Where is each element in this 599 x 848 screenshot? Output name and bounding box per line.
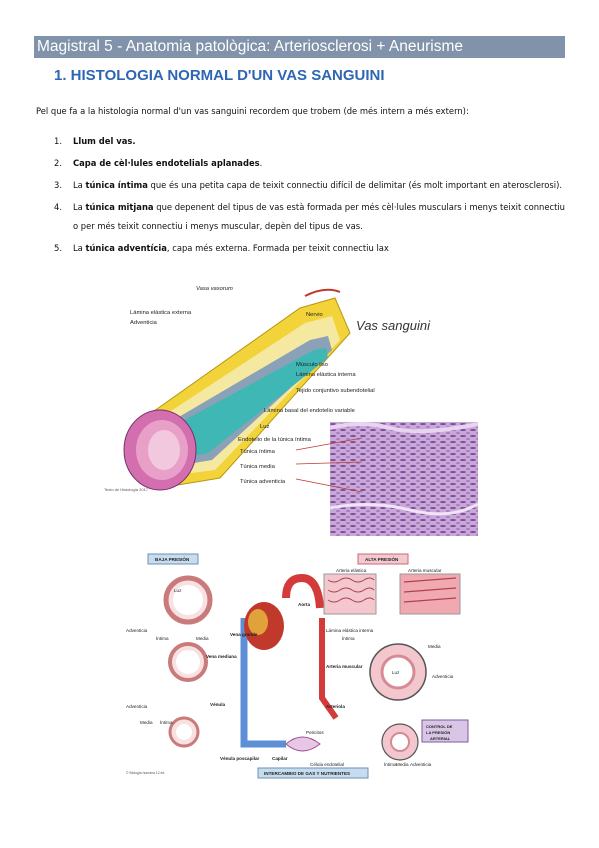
high-pressure-box	[357, 553, 409, 565]
svg-text:© Biología humana 12 ed.: © Biología humana 12 ed.	[126, 771, 165, 775]
svg-text:Adventicia: Adventicia	[432, 674, 454, 679]
svg-text:Lámina basal del endotelio var: Lámina basal del endotelio variable	[264, 408, 355, 414]
section-title: 1. HISTOLOGIA NORMAL D'UN VAS SANGUINI	[54, 67, 385, 84]
heart-and-vessels	[240, 573, 339, 752]
svg-text:Vasa vasorum: Vasa vasorum	[196, 286, 233, 292]
svg-text:Célula endotelial: Célula endotelial	[310, 762, 344, 767]
svg-text:Media: Media	[196, 636, 209, 641]
exchange-box	[257, 767, 369, 779]
svg-text:Vena mediana: Vena mediana	[206, 654, 237, 659]
vessel-wall-figure: Vasa vasorum Lámina elástica externa Adv…	[104, 286, 479, 536]
circulation-diagram: BAJA PRESIÓN ALTA PRESIÓN Luz Adventicia…	[126, 553, 469, 779]
svg-text:Aorta: Aorta	[298, 602, 310, 607]
svg-text:Media: Media	[140, 720, 153, 725]
svg-text:Adventicia: Adventicia	[126, 628, 148, 633]
svg-text:Arteria muscular: Arteria muscular	[326, 664, 363, 669]
svg-text:Íntima: Íntima	[160, 719, 173, 725]
list-item: 1.Llum del vas.	[54, 136, 136, 146]
svg-text:Adventicia: Adventicia	[130, 320, 158, 326]
svg-text:Capilar: Capilar	[272, 756, 288, 761]
svg-text:Túnica íntima: Túnica íntima	[240, 449, 276, 455]
svg-text:Túnica media: Túnica media	[240, 464, 276, 470]
vessel-labels: Vasa vasorum Lámina elástica externa Adv…	[104, 286, 375, 492]
svg-text:Nervio: Nervio	[306, 312, 323, 318]
svg-text:Adventicia: Adventicia	[126, 704, 148, 709]
low-pressure-box	[147, 553, 199, 565]
svg-text:INTERCAMBIO DE GAS Y NUTRIENTE: INTERCAMBIO DE GAS Y NUTRIENTES	[264, 771, 350, 776]
list-item: 2.Capa de cèl·lules endotelials aplanade…	[54, 158, 263, 168]
svg-text:Luz: Luz	[260, 424, 269, 430]
svg-text:BAJA PRESIÓN: BAJA PRESIÓN	[155, 555, 190, 562]
svg-text:Media: Media	[428, 644, 441, 649]
svg-text:ARTERIAL: ARTERIAL	[430, 736, 451, 741]
svg-text:LA PRESIÓN: LA PRESIÓN	[426, 730, 450, 735]
svg-text:Músculo liso: Músculo liso	[296, 362, 328, 368]
svg-text:CONTROL DE: CONTROL DE	[426, 724, 453, 729]
svg-text:Vénula poscapilar: Vénula poscapilar	[220, 756, 260, 761]
list-item: 5.La túnica adventícia, capa més externa…	[54, 243, 389, 253]
svg-text:Texto de Histología 2017: Texto de Histología 2017	[104, 487, 149, 492]
svg-text:Lámina elástica externa: Lámina elástica externa	[130, 310, 192, 316]
list-item: 4.La túnica mitjana que depenent del tip…	[54, 202, 565, 231]
svg-text:Luz: Luz	[174, 588, 182, 593]
svg-text:Vena grande: Vena grande	[230, 632, 258, 637]
svg-text:Arteria muscular: Arteria muscular	[408, 568, 442, 573]
figure1-title: Vas sanguini	[356, 318, 431, 333]
artery-panels	[323, 573, 461, 761]
svg-text:Lámina elástica interna: Lámina elástica interna	[326, 628, 374, 633]
svg-text:Arteriola: Arteriola	[326, 704, 345, 709]
layers-list: 1.Llum del vas. 2.Capa de cèl·lules endo…	[54, 132, 565, 261]
svg-text:Íntima: Íntima	[156, 635, 169, 641]
svg-text:Arteria elástica: Arteria elástica	[336, 568, 367, 573]
svg-text:Íntima: Íntima	[384, 761, 397, 767]
svg-text:Lámina elástica interna: Lámina elástica interna	[296, 372, 356, 378]
list-item: 3.La túnica íntima que és una petita cap…	[54, 180, 563, 190]
svg-text:Pericitos: Pericitos	[306, 730, 324, 735]
svg-text:Endotelio de la túnica íntima: Endotelio de la túnica íntima	[238, 437, 312, 443]
svg-text:Íntima: Íntima	[342, 635, 355, 641]
vessel-illustration	[123, 288, 351, 491]
pressure-control-box	[421, 719, 469, 743]
svg-text:Túnica adventicia: Túnica adventicia	[240, 479, 286, 485]
page-header: Magistral 5 - Anatomia patològica: Arter…	[34, 36, 565, 58]
vein-rings	[163, 575, 213, 748]
svg-text:Vénula: Vénula	[210, 702, 226, 707]
svg-text:Media: Media	[396, 762, 409, 767]
intro-paragraph: Pel que fa a la histologia normal d'un v…	[36, 106, 469, 116]
histology-micrograph	[295, 422, 479, 536]
svg-text:Adventicia: Adventicia	[410, 762, 432, 767]
svg-text:Luz: Luz	[392, 670, 400, 675]
svg-text:Tejido conjuntivo subendotelia: Tejido conjuntivo subendotelial	[296, 388, 375, 394]
svg-text:ALTA PRESIÓN: ALTA PRESIÓN	[365, 555, 399, 562]
